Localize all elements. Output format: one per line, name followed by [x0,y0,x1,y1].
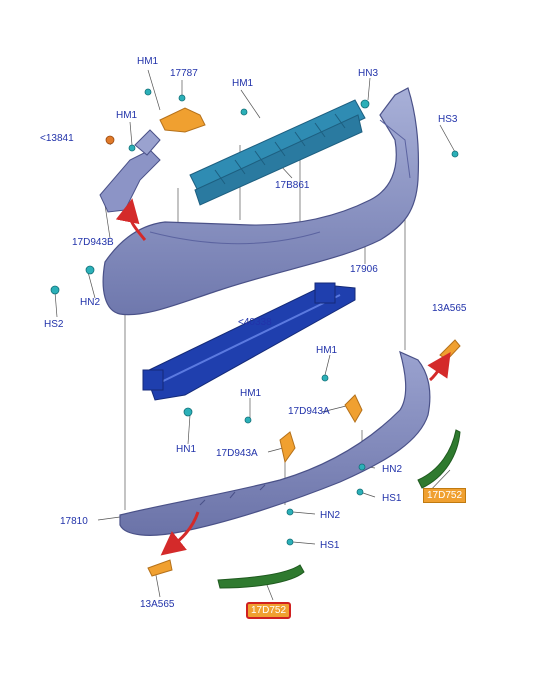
label-hm1: HM1 [116,110,138,121]
label-hn3: HN3 [358,68,378,79]
reinforcement-40338 [142,282,356,401]
label-hm1: HM1 [316,345,338,356]
label-13a565: 13A565 [140,599,175,610]
label-17787: 17787 [170,68,198,79]
cover-13a565-right [439,339,461,361]
label-17d752-highlighted[interactable]: 17D752 [246,602,292,619]
fastener-icons [50,88,459,546]
reflector-17d943a-right [344,394,363,423]
bracket-17787 [159,107,206,133]
cover-13a565-left [147,559,173,577]
label-17906: 17906 [350,264,378,275]
label-hs2: HS2 [44,319,64,330]
label-hs1: HS1 [320,540,340,551]
label-hm1: HM1 [240,388,262,399]
label-hm1: HM1 [137,56,159,67]
label-hn2: HN2 [320,510,340,521]
reflector-17d943a-left [279,431,296,464]
label-17d752-callout: 17D752 [423,488,467,503]
label-hn2: HN2 [382,464,402,475]
lower-valance-17810 [119,350,431,536]
molding-17d752-lower [217,564,305,589]
label-13841: <13841 [40,133,74,144]
bumper-cover-17906 [102,87,419,316]
label-17d943b: 17D943B [72,237,114,248]
label-hn2: HN2 [80,297,100,308]
molding-17d752-right [417,429,461,489]
side-bracket-17d943b [99,129,161,213]
red-arrow-icons [115,198,451,556]
label-17d943a: 17D943A [288,406,330,417]
label-hn1: HN1 [176,444,196,455]
label-17b861: 17B861 [275,180,310,191]
label-hs3: HS3 [438,114,458,125]
label-hm1: HM1 [232,78,254,89]
upper-bracket-17b861 [189,99,366,206]
label-17810: 17810 [60,516,88,527]
part-labels: HM1 17787 HM1 HN3 HM1 <13841 HS3 17B861 … [40,56,467,610]
label-hs1: HS1 [382,493,402,504]
label-40338: <40338 [238,317,272,328]
label-17d943a: 17D943A [216,448,258,459]
label-13a565: 13A565 [432,303,467,314]
